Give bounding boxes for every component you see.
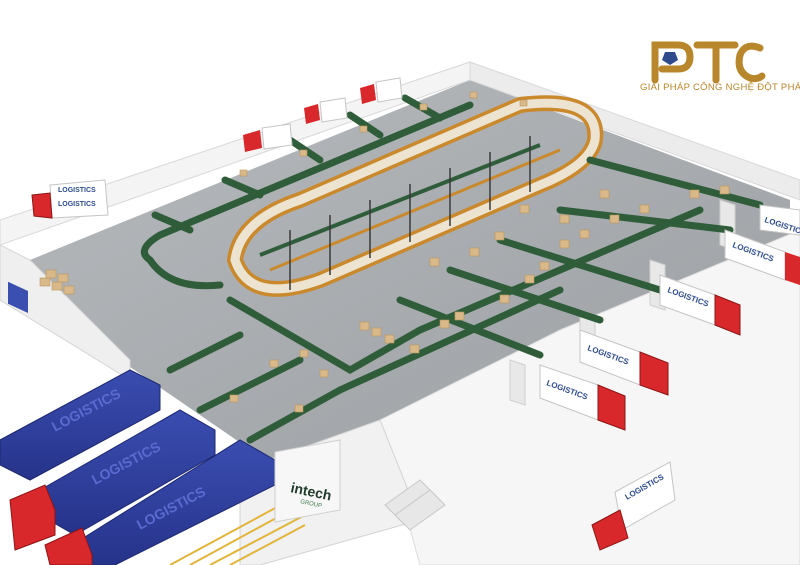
brand-block: GIẢI PHÁP CÔNG NGHỆ ĐỘT PHÁ (640, 32, 800, 102)
stairs (384, 479, 446, 531)
container-trucks: LOGISTICS LOGISTICS LOGISTICS (0, 369, 276, 565)
loop-sorter (226, 95, 604, 297)
truck-right-1: LOGISTICS (759, 204, 800, 237)
truck-left: LOGISTICS LOGISTICS (31, 179, 109, 219)
company-sign-sub: GROUP (300, 499, 323, 509)
brand-logo (651, 41, 766, 84)
truck-label: LOGISTICS (58, 187, 96, 194)
truck-right-3: LOGISTICS (659, 274, 741, 336)
company-sign: intech GROUP (274, 439, 341, 523)
truck-label: LOGISTICS (58, 201, 96, 208)
logo-gem-icon (662, 52, 678, 65)
logo-mark-icon (651, 41, 766, 84)
box-trucks: LOGISTICS LOGISTICS LOGISTICS LOGISTICS … (31, 77, 800, 551)
warehouse-floor (30, 80, 790, 470)
truck-right-4: LOGISTICS (579, 329, 669, 396)
parcel-boxes (39, 91, 730, 413)
brand-tagline: GIẢI PHÁP CÔNG NGHỆ ĐỘT PHÁ (640, 82, 800, 93)
conveyors (140, 94, 764, 444)
truck-bottom: LOGISTICS (591, 461, 676, 551)
truck-right-2: LOGISTICS (724, 229, 800, 285)
truck-right-5: LOGISTICS (539, 364, 626, 431)
trucks-back (243, 77, 403, 152)
container-truck-2: LOGISTICS (9, 409, 216, 551)
window (8, 281, 28, 314)
